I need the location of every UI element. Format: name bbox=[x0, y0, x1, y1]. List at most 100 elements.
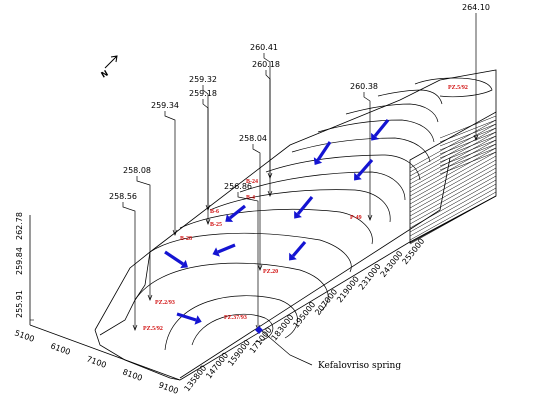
flow-arrow-7 bbox=[212, 243, 236, 257]
base-left-edge bbox=[29, 324, 181, 381]
layer-line bbox=[409, 143, 497, 193]
layer-line bbox=[439, 151, 497, 175]
well-name-label: PZ.2/93 bbox=[155, 300, 175, 306]
contour-2 bbox=[164, 295, 298, 351]
flow-arrow-head bbox=[194, 315, 202, 325]
well-elevation-label: 259.34 bbox=[151, 101, 179, 110]
layer-line bbox=[409, 183, 497, 233]
layer-line bbox=[409, 171, 497, 221]
flow-arrow-head bbox=[180, 259, 188, 269]
surface-front-rim bbox=[179, 157, 451, 379]
contour-8 bbox=[265, 154, 421, 181]
layer-line bbox=[409, 155, 497, 205]
flow-arrow-head bbox=[371, 132, 379, 141]
well-elevation-label: 256.86 bbox=[224, 182, 252, 191]
well-name-label: PZ.37/93 bbox=[224, 315, 247, 321]
bottom-axis-tick-label: 195000 bbox=[291, 300, 317, 330]
flow-arrow-shaft bbox=[316, 141, 332, 161]
layer-line bbox=[409, 119, 497, 169]
well-line-arrowhead bbox=[267, 190, 273, 197]
layer-line bbox=[439, 135, 497, 159]
well-line bbox=[252, 144, 261, 270]
flow-arrow-4 bbox=[294, 195, 314, 219]
well-line-arrowhead bbox=[367, 214, 373, 221]
well-elevation-label: 264.10 bbox=[462, 3, 490, 12]
flow-arrow-shaft bbox=[229, 204, 246, 220]
well-elevation-label: 258.04 bbox=[239, 134, 267, 143]
well-line bbox=[164, 111, 176, 235]
flow-arrow-head bbox=[212, 247, 220, 257]
well-elevation-label: 260.38 bbox=[350, 82, 378, 91]
layer-line bbox=[409, 131, 497, 181]
flow-arrow-6 bbox=[289, 240, 307, 261]
layer-line bbox=[409, 175, 497, 225]
flow-arrow-shaft bbox=[176, 312, 197, 322]
layer-line bbox=[409, 191, 497, 241]
layer-line bbox=[439, 131, 497, 155]
flow-arrow-5 bbox=[225, 204, 246, 222]
layer-line bbox=[409, 167, 497, 217]
contour-11 bbox=[345, 103, 439, 123]
left-axis-tick-label: 9100 bbox=[157, 380, 179, 395]
right-face-front bbox=[409, 111, 497, 244]
layer-line bbox=[439, 127, 497, 151]
well-name-label: B-6 bbox=[210, 209, 219, 215]
flow-arrow-head bbox=[354, 172, 362, 181]
spring-label: Kefalovriso spring bbox=[318, 361, 401, 371]
well-elevation-label: 258.08 bbox=[123, 166, 151, 175]
well-2: 260.38P-49 bbox=[350, 82, 378, 221]
well-line-arrowhead bbox=[147, 294, 153, 301]
contour-10 bbox=[317, 119, 435, 143]
well-name-label: PZ.5/92 bbox=[448, 85, 468, 91]
layer-line bbox=[439, 143, 497, 167]
well-elevation-label: 259.32 bbox=[189, 75, 217, 84]
well-line bbox=[263, 53, 271, 178]
flow-arrow-head bbox=[289, 252, 297, 261]
layer-line bbox=[409, 195, 497, 245]
contour-9 bbox=[291, 137, 431, 163]
well-name-label: P-49 bbox=[350, 215, 362, 221]
flow-arrow-head bbox=[294, 210, 302, 219]
well-7: 259.34B-28 bbox=[151, 101, 192, 242]
kefalovriso-spring: Kefalovriso spring bbox=[255, 326, 401, 371]
flow-arrow-shaft bbox=[217, 243, 236, 254]
layer-line bbox=[439, 139, 497, 163]
well-name-label: B-4 bbox=[246, 195, 255, 201]
layer-line bbox=[409, 187, 497, 237]
well-elevation-label: 260.41 bbox=[250, 43, 278, 52]
well-line bbox=[202, 99, 209, 224]
well-line-arrowhead bbox=[205, 218, 211, 225]
flow-arrow-9 bbox=[176, 312, 202, 325]
well-line bbox=[122, 202, 136, 330]
well-line-arrowhead bbox=[132, 324, 138, 331]
flow-arrow-2 bbox=[313, 141, 332, 165]
spring-marker-icon bbox=[255, 326, 263, 334]
flow-arrow-shaft bbox=[296, 195, 314, 216]
layer-line bbox=[439, 123, 497, 147]
flow-arrow-head bbox=[225, 214, 234, 222]
flow-arrow-3 bbox=[354, 158, 374, 181]
north-arrow: N bbox=[100, 55, 118, 80]
well-line-arrowhead bbox=[172, 229, 178, 236]
well-line bbox=[136, 176, 151, 300]
layer-line bbox=[409, 127, 497, 177]
layer-line bbox=[409, 179, 497, 229]
well-elevation-label: 260.18 bbox=[252, 60, 280, 69]
spring-leader-line bbox=[261, 330, 313, 366]
well-4: 260.18B-4 bbox=[246, 60, 280, 201]
surface-back-rim bbox=[149, 79, 441, 253]
contour-4 bbox=[149, 232, 352, 273]
flow-arrow-1 bbox=[371, 118, 390, 141]
layer-line bbox=[409, 159, 497, 209]
well-line-arrowhead bbox=[257, 264, 263, 271]
flow-arrows-layer: Kefalovriso spring bbox=[164, 118, 401, 371]
layer-line bbox=[409, 147, 497, 197]
layer-line bbox=[439, 119, 497, 143]
right-face-top bbox=[439, 69, 497, 112]
